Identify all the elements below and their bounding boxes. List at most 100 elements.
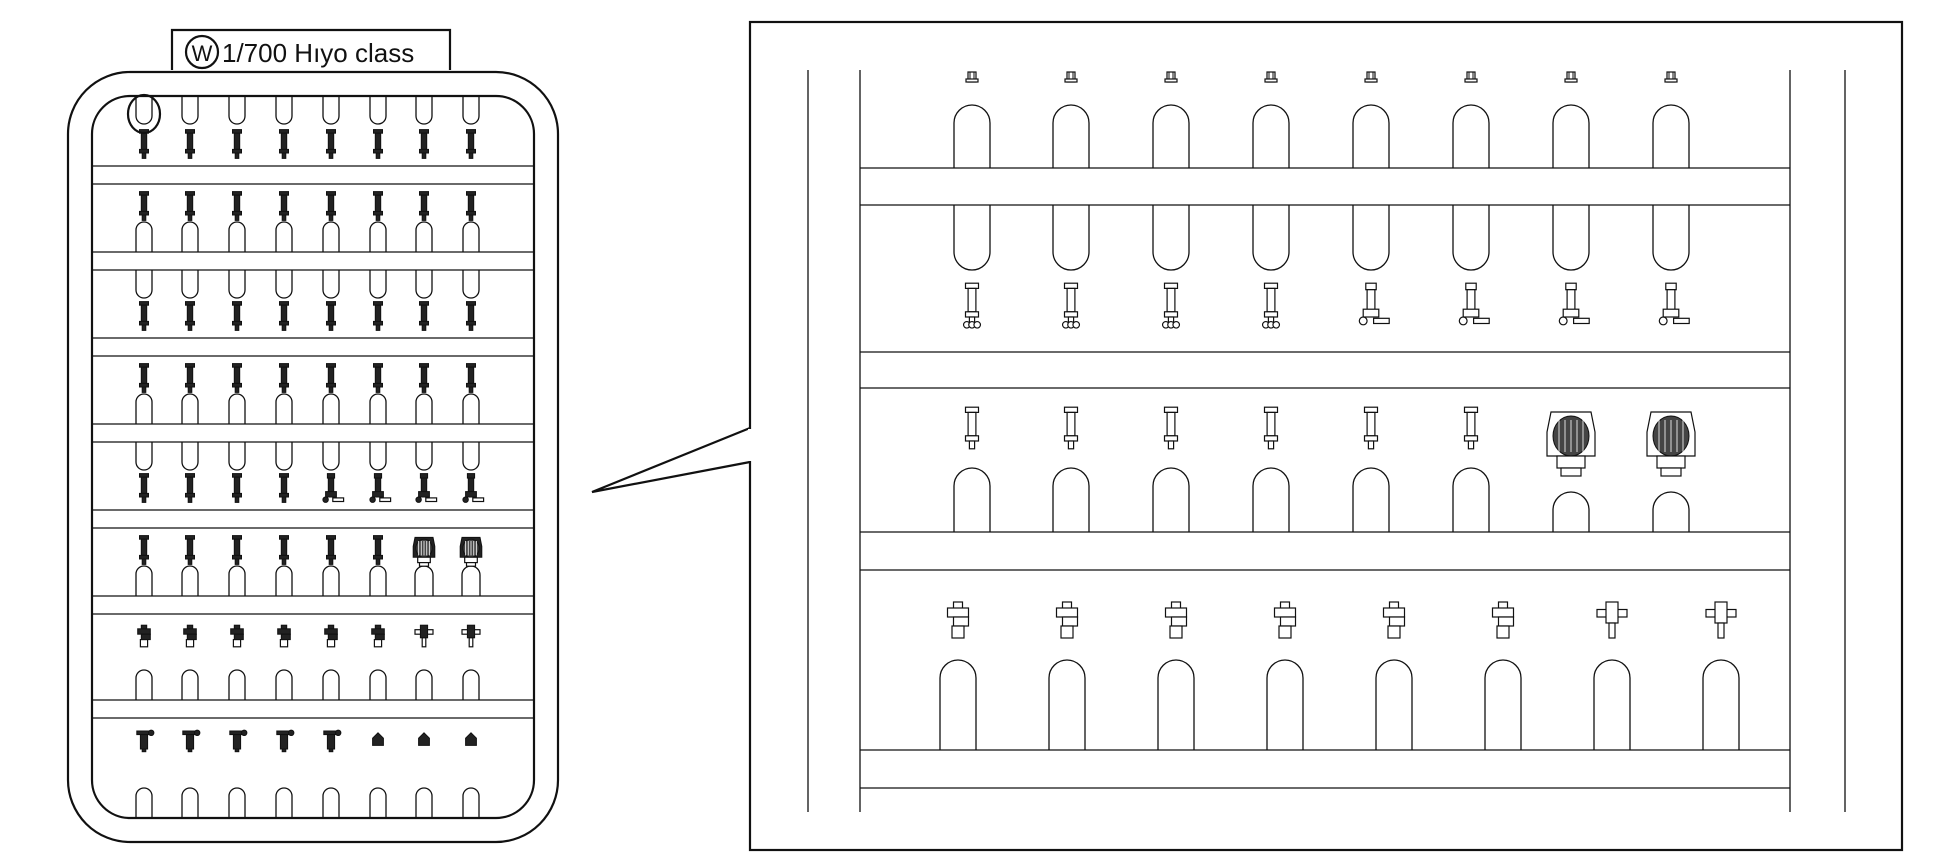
gate [322, 787, 340, 818]
gate [415, 669, 433, 700]
part-light [1263, 406, 1279, 450]
gate [369, 442, 387, 471]
gate [322, 270, 340, 299]
gate [1552, 104, 1590, 168]
part-light [373, 191, 383, 221]
gate [1452, 104, 1490, 168]
part-stub [1264, 71, 1278, 83]
gate [1048, 659, 1086, 750]
gate [1052, 104, 1090, 168]
part-cross [461, 624, 481, 648]
gate [953, 205, 991, 271]
gate [461, 565, 481, 596]
part-tee [136, 729, 155, 753]
gate [369, 787, 387, 818]
part-light [326, 301, 336, 331]
gate [953, 104, 991, 168]
gate [322, 565, 340, 596]
part-light [466, 301, 476, 331]
zoom-parts [946, 71, 1737, 639]
part-light [232, 535, 242, 565]
part-light [1463, 406, 1479, 450]
gate [1375, 659, 1413, 750]
gate [1552, 205, 1590, 271]
part-stub [1664, 71, 1678, 83]
gate [1652, 491, 1690, 532]
part-cross [1705, 601, 1737, 639]
gate [1552, 491, 1590, 532]
part-light [139, 301, 149, 331]
small-sprue-runners [92, 96, 534, 818]
part-light [185, 473, 195, 503]
part-ring [1061, 282, 1081, 329]
gate [1252, 467, 1290, 532]
gate [181, 96, 199, 125]
part-light [419, 363, 429, 393]
part-tap [371, 624, 385, 648]
gate [1652, 205, 1690, 271]
part-stub [1364, 71, 1378, 83]
part-tap [1273, 601, 1297, 639]
part-tap [1491, 601, 1515, 639]
gate [1452, 205, 1490, 271]
gate [415, 270, 433, 299]
maker-logo [184, 34, 220, 70]
part-round [412, 536, 436, 567]
part-arm [322, 473, 345, 503]
part-light [279, 301, 289, 331]
sprue-label: 1/700 Hıyo class [222, 38, 414, 68]
gate [1452, 467, 1490, 532]
part-cross [1596, 601, 1628, 639]
part-light [1163, 406, 1179, 450]
gate [181, 270, 199, 299]
part-light [1063, 406, 1079, 450]
gate [181, 442, 199, 471]
gate [1484, 659, 1522, 750]
zoom-highlight-circle [126, 93, 162, 135]
gate [369, 221, 387, 252]
part-tap [183, 624, 197, 648]
part-light [185, 535, 195, 565]
gate [462, 96, 480, 125]
part-arm [1458, 282, 1490, 326]
gate [415, 96, 433, 125]
part-light [232, 129, 242, 159]
part-light [373, 129, 383, 159]
gate [275, 787, 293, 818]
part-light [326, 535, 336, 565]
gate [228, 442, 246, 471]
part-ring [1261, 282, 1281, 329]
gate [1252, 205, 1290, 271]
gate [322, 669, 340, 700]
part-light [279, 191, 289, 221]
sprue-label-tab: W 1/700 Hıyo class [170, 28, 452, 70]
part-light [139, 191, 149, 221]
part-light [279, 473, 289, 503]
part-light [419, 129, 429, 159]
gate [135, 787, 153, 818]
part-tee [276, 729, 295, 753]
part-light [185, 301, 195, 331]
gate [1352, 467, 1390, 532]
part-stub [1564, 71, 1578, 83]
gate [275, 270, 293, 299]
gate [181, 669, 199, 700]
gate [462, 270, 480, 299]
part-tap [277, 624, 291, 648]
gate [369, 669, 387, 700]
gate [369, 393, 387, 424]
gate [1593, 659, 1631, 750]
gate [369, 96, 387, 125]
small-sprue-parts [136, 129, 485, 753]
gate [135, 442, 153, 471]
part-round [1646, 411, 1696, 477]
gate [1152, 205, 1190, 271]
part-light [232, 301, 242, 331]
zoom-panel [748, 20, 1904, 852]
part-stub [1164, 71, 1178, 83]
part-light [232, 363, 242, 393]
gate [1152, 467, 1190, 532]
gate [369, 565, 387, 596]
gate [939, 659, 977, 750]
